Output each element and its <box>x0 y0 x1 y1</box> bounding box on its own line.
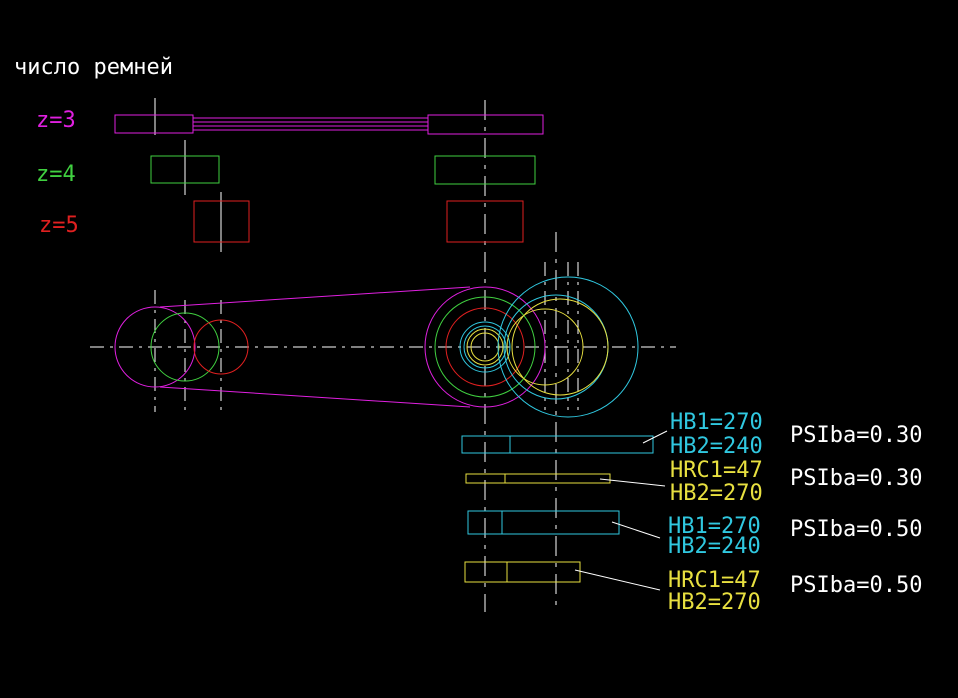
belt-bottom-tangent <box>159 386 471 408</box>
gear-side-views <box>461 430 668 591</box>
centerlines <box>90 98 676 612</box>
belt-side-views <box>114 114 544 243</box>
gear-option-3-hardness2: HB2=240 <box>668 534 761 559</box>
large-pulley-z4 <box>434 296 536 398</box>
gear-option-1-hardness1: HB1=270 <box>670 410 763 435</box>
gear-wheel-yellow-large <box>511 298 609 396</box>
small-pulley-z5 <box>193 319 249 375</box>
gear-option-1-rect <box>461 435 654 454</box>
z3-small-pulley-rect <box>114 114 194 134</box>
z5-large-pulley-rect <box>446 200 524 243</box>
gear-option-2-psi: PSIba=0.30 <box>790 466 922 491</box>
gear-option-3-psi: PSIba=0.50 <box>790 517 922 542</box>
small-pulley-z4 <box>150 312 220 382</box>
gear-option-3-hardness1: HB1=270 <box>668 514 761 539</box>
z3-large-pulley-rect <box>427 114 544 135</box>
gear-option-3-leader <box>611 521 661 539</box>
gear-option-1-hardness2: HB2=240 <box>670 434 763 459</box>
pinion-cyan-outer <box>459 321 511 373</box>
gear-option-2-rect <box>465 473 611 484</box>
belt-label-z3: z=3 <box>36 108 76 133</box>
gear-option-3-rect <box>467 510 620 535</box>
z5-small-pulley-rect <box>193 200 250 243</box>
gear-wheel-yellow-small <box>506 308 584 386</box>
large-pulley-z3 <box>424 286 546 408</box>
gear-option-1-psi: PSIba=0.30 <box>790 423 922 448</box>
gear-option-4-hardness2: HB2=270 <box>668 590 761 615</box>
gear-option-2-hardness2: HB2=270 <box>670 481 763 506</box>
small-pulley-z3 <box>114 306 196 388</box>
pinion-yellow-inner <box>470 332 500 362</box>
gear-option-2-leader <box>599 478 666 487</box>
belt-front-view <box>114 276 639 418</box>
gear-option-1-leader <box>642 430 668 444</box>
gear-wheel-cyan-large <box>497 276 639 418</box>
gear-option-4-psi: PSIba=0.50 <box>790 573 922 598</box>
gear-option-4-leader <box>574 569 661 591</box>
gear-option-4-rect <box>464 561 581 583</box>
z4-large-pulley-rect <box>434 155 536 185</box>
gear-option-2-hardness1: HRC1=47 <box>670 458 763 483</box>
gear-option-4-hardness1: HRC1=47 <box>668 568 761 593</box>
belt-top-tangent <box>159 286 471 308</box>
large-pulley-z5 <box>445 307 525 387</box>
belt-label-z4: z=4 <box>36 162 76 187</box>
z4-small-pulley-rect <box>150 155 220 184</box>
pinion-cyan-inner <box>463 325 507 369</box>
pinion-yellow-outer <box>466 328 504 366</box>
belt-label-z5: z=5 <box>39 213 79 238</box>
drawing-title: число ремней <box>14 55 173 80</box>
